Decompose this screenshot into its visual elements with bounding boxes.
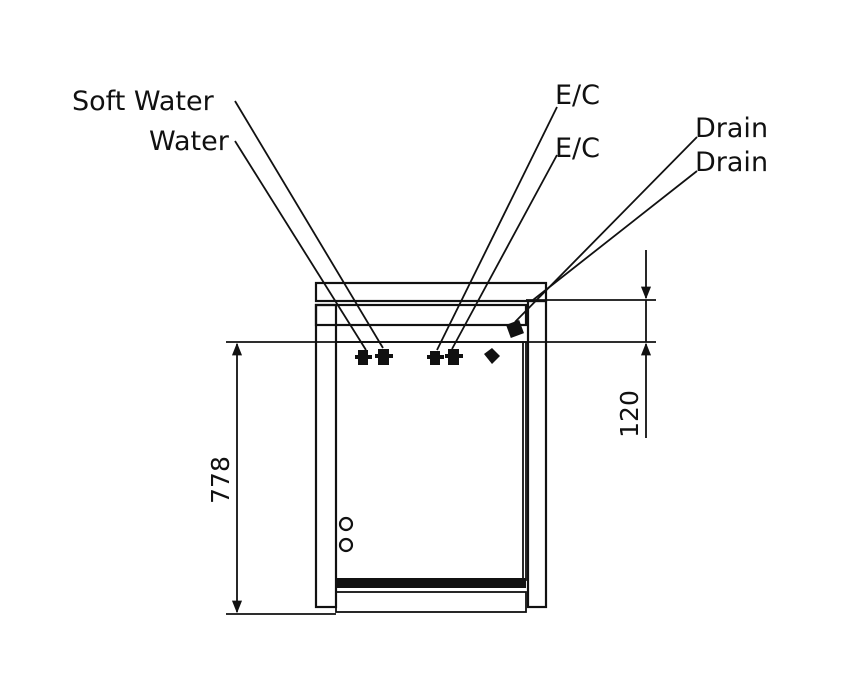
- right-wall: [526, 299, 548, 609]
- indicator-circle: [338, 516, 354, 532]
- leader-lines: [234, 100, 698, 351]
- indicator-circle: [338, 537, 354, 553]
- dimension-height-value: 778: [206, 456, 235, 504]
- drain-fitting: [506, 320, 524, 338]
- label-soft-water: Soft Water: [72, 86, 215, 117]
- top-slab: [314, 281, 548, 303]
- ec-fitting-2: [445, 349, 463, 365]
- soft-water-fitting: [355, 350, 372, 365]
- label-drain-2: Drain: [695, 147, 768, 178]
- ec-fitting-1: [427, 351, 444, 365]
- connection-fittings: [355, 348, 500, 365]
- left-wall: [314, 303, 338, 609]
- inner-cabinet: [335, 341, 527, 581]
- water-fitting: [375, 349, 393, 365]
- base-plate: [335, 591, 527, 613]
- label-ec-2: E/C: [555, 133, 600, 164]
- bottom-bar: [336, 578, 526, 588]
- label-drain-1: Drain: [695, 113, 768, 144]
- label-ec-1: E/C: [555, 80, 600, 111]
- label-water: Water: [149, 126, 230, 157]
- dimension-offset-value: 120: [615, 390, 644, 438]
- drain-fitting-lower: [484, 348, 500, 364]
